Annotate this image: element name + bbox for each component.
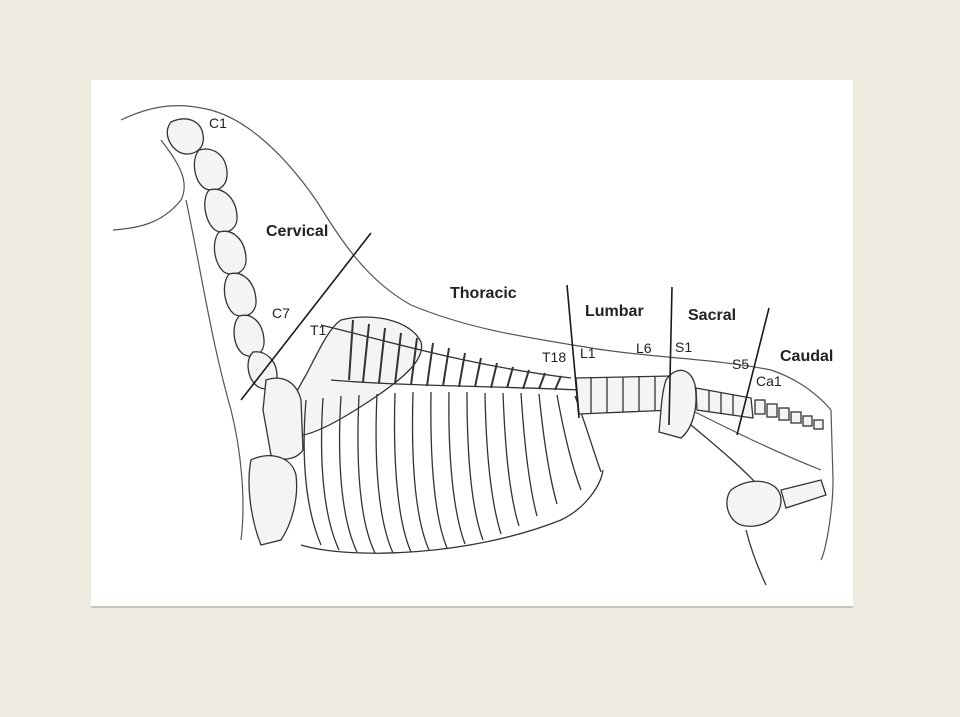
vertebra-c4: [213, 230, 247, 275]
divider-thoracic-lumbar: [566, 284, 580, 419]
thoracic-spinous-line: [320, 324, 572, 379]
label-t18: T18: [542, 349, 566, 365]
cervical-vertebrae: [166, 118, 278, 390]
hip-joint: [726, 480, 782, 527]
pelvis: [658, 369, 827, 586]
label-c7: C7: [272, 305, 290, 321]
rib: [320, 397, 340, 551]
rib: [538, 393, 558, 505]
thoracic-spinous-processes: [348, 319, 562, 391]
label-l6: L6: [636, 340, 652, 356]
vertebra-c1: [166, 118, 204, 155]
region-dividers: [240, 232, 770, 436]
caudal-vertebra: [778, 407, 790, 421]
forelimb: [248, 455, 298, 546]
caudal-vertebra: [790, 411, 802, 424]
scapula: [248, 316, 423, 546]
caudal-vertebra: [766, 403, 778, 418]
label-thoracic: Thoracic: [450, 285, 517, 302]
lumbar-spine: [575, 375, 674, 415]
tail-outline: [690, 409, 822, 471]
ilium: [658, 369, 697, 439]
rib: [430, 391, 448, 549]
divider-lumbar-sacral: [668, 286, 673, 426]
hindlimb-line: [745, 529, 767, 586]
thoracic-body-line: [330, 379, 582, 391]
caudal-vertebra: [802, 415, 813, 427]
rib: [448, 391, 466, 545]
skeleton-figure: Cervical Thoracic Lumbar Sacral Caudal C…: [91, 80, 853, 608]
label-l1: L1: [580, 345, 596, 361]
caudal-vertebra: [754, 399, 766, 415]
sacral-segments: [708, 390, 734, 415]
femur: [780, 479, 827, 509]
sacral-caudal-spine: [695, 387, 824, 430]
dorsal-outline: [120, 105, 832, 411]
caudal-vertebrae: [754, 399, 824, 430]
rib: [502, 392, 520, 527]
label-lumbar: Lumbar: [585, 303, 644, 320]
divider-sacral-caudal: [736, 307, 770, 436]
sternum-outline: [300, 469, 604, 554]
neck-ventral-outline: [185, 199, 244, 541]
rib: [556, 394, 582, 491]
lumbar-segments: [590, 376, 656, 414]
vertebra-c5: [223, 272, 257, 317]
label-c1: C1: [209, 115, 227, 131]
humerus: [262, 377, 304, 460]
label-s5: S5: [732, 356, 749, 372]
label-s1: S1: [675, 339, 692, 355]
label-sacral: Sacral: [688, 307, 736, 324]
rib: [393, 392, 412, 553]
rib: [466, 391, 484, 541]
rib: [520, 392, 538, 517]
body-outline: [112, 105, 834, 561]
label-cervical: Cervical: [266, 223, 328, 240]
label-t1: T1: [310, 322, 327, 338]
label-caudal: Caudal: [780, 348, 833, 365]
scapula-blade: [285, 316, 423, 437]
rib: [303, 399, 322, 546]
thoracic-spine: [320, 319, 582, 391]
caudal-vertebra: [813, 419, 824, 430]
rib: [375, 393, 394, 554]
hind-outline: [820, 409, 834, 561]
vertebra-c3: [204, 188, 238, 233]
divider-cervical-thoracic: [240, 232, 372, 401]
skeleton-drawing: Cervical Thoracic Lumbar Sacral Caudal C…: [112, 105, 834, 586]
rib: [357, 394, 376, 554]
label-ca1: Ca1: [756, 373, 782, 389]
rib: [411, 391, 430, 551]
head-outline: [112, 139, 185, 231]
vertebra-c6: [233, 314, 265, 357]
rib: [484, 392, 502, 535]
vertebra-c2: [193, 148, 228, 191]
rib: [338, 395, 358, 553]
